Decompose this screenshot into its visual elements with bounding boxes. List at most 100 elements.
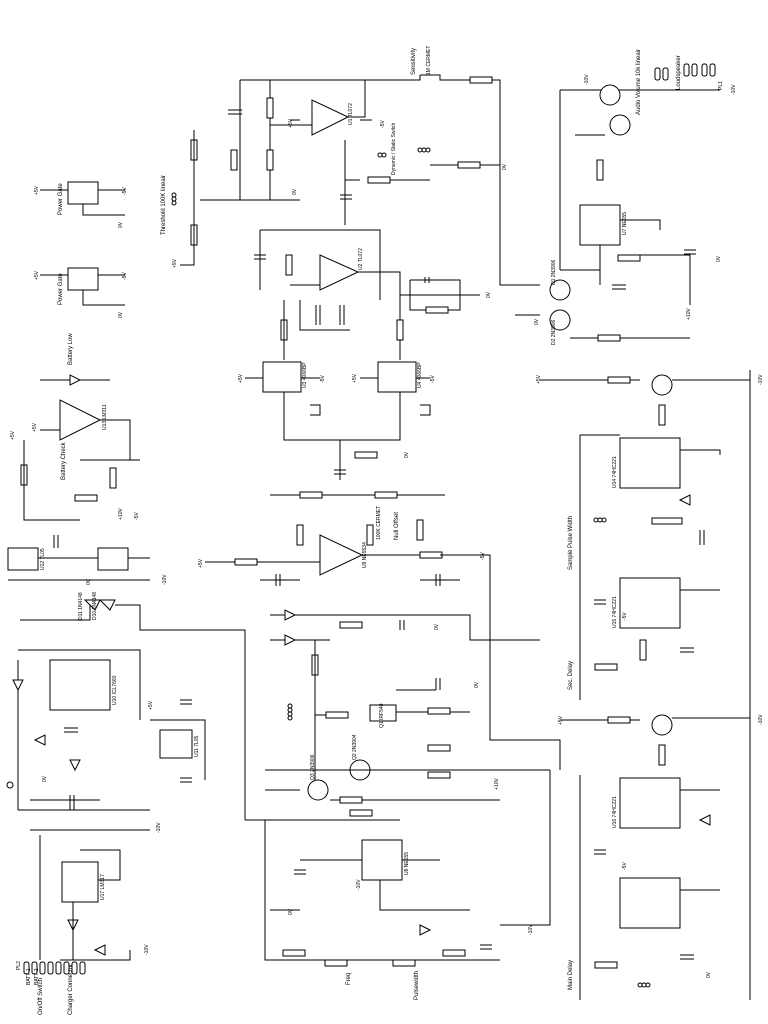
resistor-r5 xyxy=(367,176,391,184)
rail-n10v-reg: -10V xyxy=(162,574,168,585)
label-d11: D11 1N4148 xyxy=(78,592,84,620)
ic-u7-ne555 xyxy=(579,204,621,246)
resistor-r8b xyxy=(617,254,641,262)
rail-p5v-thr: +5V xyxy=(172,258,178,268)
resistor-r3b xyxy=(607,376,631,384)
label-d2: D2 2N3906 xyxy=(551,319,557,345)
rail-p5v-u9: +5V xyxy=(198,558,204,568)
ic-u8-ne555 xyxy=(361,839,403,881)
rail-n5v-u9: -5V xyxy=(480,552,486,560)
label-null-offset: Null Offset xyxy=(394,512,400,540)
resistor-r8 xyxy=(285,254,293,276)
resistor-r18 xyxy=(230,149,238,171)
rail-p5v-q6: +5V xyxy=(536,374,542,384)
rail-p10v-q2: +10V xyxy=(494,778,500,790)
rail-p5v-u4: +5V xyxy=(352,373,358,383)
ic-u10-icl7660 xyxy=(49,659,111,711)
resistor-r27 xyxy=(299,491,323,499)
rail-gnd-r19: 0V xyxy=(502,163,508,170)
mosfet-q1 xyxy=(369,704,397,722)
ic-u6-4066 xyxy=(67,267,99,291)
label-battery-low: Battery Low xyxy=(68,333,74,365)
label-on-off-switch: On/Off Switch xyxy=(38,978,44,1015)
label-main-delay: Main Delay xyxy=(568,960,574,990)
diode-d9 xyxy=(93,944,106,956)
comparator-u13 xyxy=(59,399,102,441)
resistor-r30b xyxy=(339,796,363,804)
transistor-q5 xyxy=(609,114,631,136)
trimmer-r44 xyxy=(324,959,348,967)
resistor-r36 xyxy=(339,621,363,629)
label-u8: U8 NE555 xyxy=(404,852,410,875)
ic-u16-74hc221 xyxy=(619,777,681,829)
ic-u14-74hc221 xyxy=(619,437,681,489)
label-u1: U1 TL072 xyxy=(348,103,354,125)
charge-pump-block xyxy=(12,649,206,961)
label-sensitivity-cermet: 1M CERMET xyxy=(426,46,432,75)
rail-gnd-d1: 0V xyxy=(534,318,540,325)
audio-output-block xyxy=(559,63,720,305)
resistor-r17 xyxy=(425,306,449,314)
transistor-q3 xyxy=(307,779,329,801)
label-pl2: PL2 xyxy=(16,961,22,970)
interconnect-wires xyxy=(245,554,561,926)
rail-n5v-u4: -5V xyxy=(430,375,436,383)
opamp-u1 xyxy=(311,99,350,136)
rail-p5v-u1: +5V xyxy=(288,118,294,128)
ic-u11-7l05 xyxy=(97,547,129,571)
trimmer-r43 xyxy=(392,959,416,967)
rail-p5v-q7: +5V xyxy=(558,715,564,725)
label-u14: U14 74HC221 xyxy=(612,456,618,488)
resistor-r34 xyxy=(325,711,349,719)
ic-u3-4066 xyxy=(262,361,302,393)
resistor-r13 xyxy=(266,149,274,171)
label-power-gate-2: Power Gate xyxy=(58,273,64,305)
resistor-r32 xyxy=(296,524,304,546)
rail-n5v-a: -5V xyxy=(122,187,128,195)
rail-gnd-reg: 0V xyxy=(86,578,92,585)
rail-p10v-d2: +10V xyxy=(686,308,692,320)
rail-gnd-b: 0V xyxy=(118,311,124,318)
rail-p5v-u11b: +5V xyxy=(148,700,154,710)
resistor-r21 xyxy=(396,319,404,341)
opamp-u2 xyxy=(319,254,360,291)
label-u10: U10 ICL7660 xyxy=(112,675,118,705)
analog-switch-block xyxy=(245,361,431,480)
resistor-r46 xyxy=(442,949,466,957)
trimmer-r40 xyxy=(74,494,98,502)
label-q1: Q1 IRF540 xyxy=(379,703,385,728)
rail-n5v-bat: -5V xyxy=(134,512,140,520)
transistor-q6 xyxy=(651,374,673,396)
rail-gnd-a: 0V xyxy=(118,221,124,228)
battery-monitor-block xyxy=(20,374,140,521)
label-u12: U12 7L05 xyxy=(40,548,46,570)
resistor-r12 xyxy=(607,716,631,724)
label-sample-pulse-width: Sample Pulse Width xyxy=(568,516,574,570)
resistor-r39 xyxy=(427,707,451,715)
rail-gnd-c14: 0V xyxy=(474,681,480,688)
label-sensitivity: Sensitivity xyxy=(411,48,417,75)
u1-amplifier-block xyxy=(171,74,501,266)
ic-u17b-74hc221 xyxy=(619,877,681,929)
ic-u4-4066 xyxy=(377,361,417,393)
diode-d11 xyxy=(83,599,101,611)
rail-gnd-c6: 0V xyxy=(706,971,712,978)
rail-n10v-audio: -10V xyxy=(731,84,737,95)
resistor-r45 xyxy=(282,949,306,957)
rail-n10v-chg: -10V xyxy=(144,944,150,955)
label-u4: U4 4066BP xyxy=(417,362,423,388)
label-u13: U13 LM311 xyxy=(102,404,108,430)
resistor-r11 xyxy=(658,744,666,766)
resistor-r5b xyxy=(639,639,647,661)
u2-amplifier-block xyxy=(254,229,480,360)
resistor-r22 xyxy=(266,97,274,119)
label-q3: Q3 2N3906 xyxy=(310,754,316,780)
label-battery-check: Battery Check xyxy=(61,441,67,480)
label-sec-delay: Sec. Delay xyxy=(568,661,574,690)
label-u7: U7 NE555 xyxy=(622,212,628,235)
label-audio-volume: Audio Volume 10k lineair xyxy=(636,49,642,115)
trimmer-r6 xyxy=(594,961,618,969)
rail-gnd-pump: 0V xyxy=(42,775,48,782)
resistor-r23 xyxy=(416,519,424,541)
ic-u5-4066 xyxy=(67,181,99,205)
